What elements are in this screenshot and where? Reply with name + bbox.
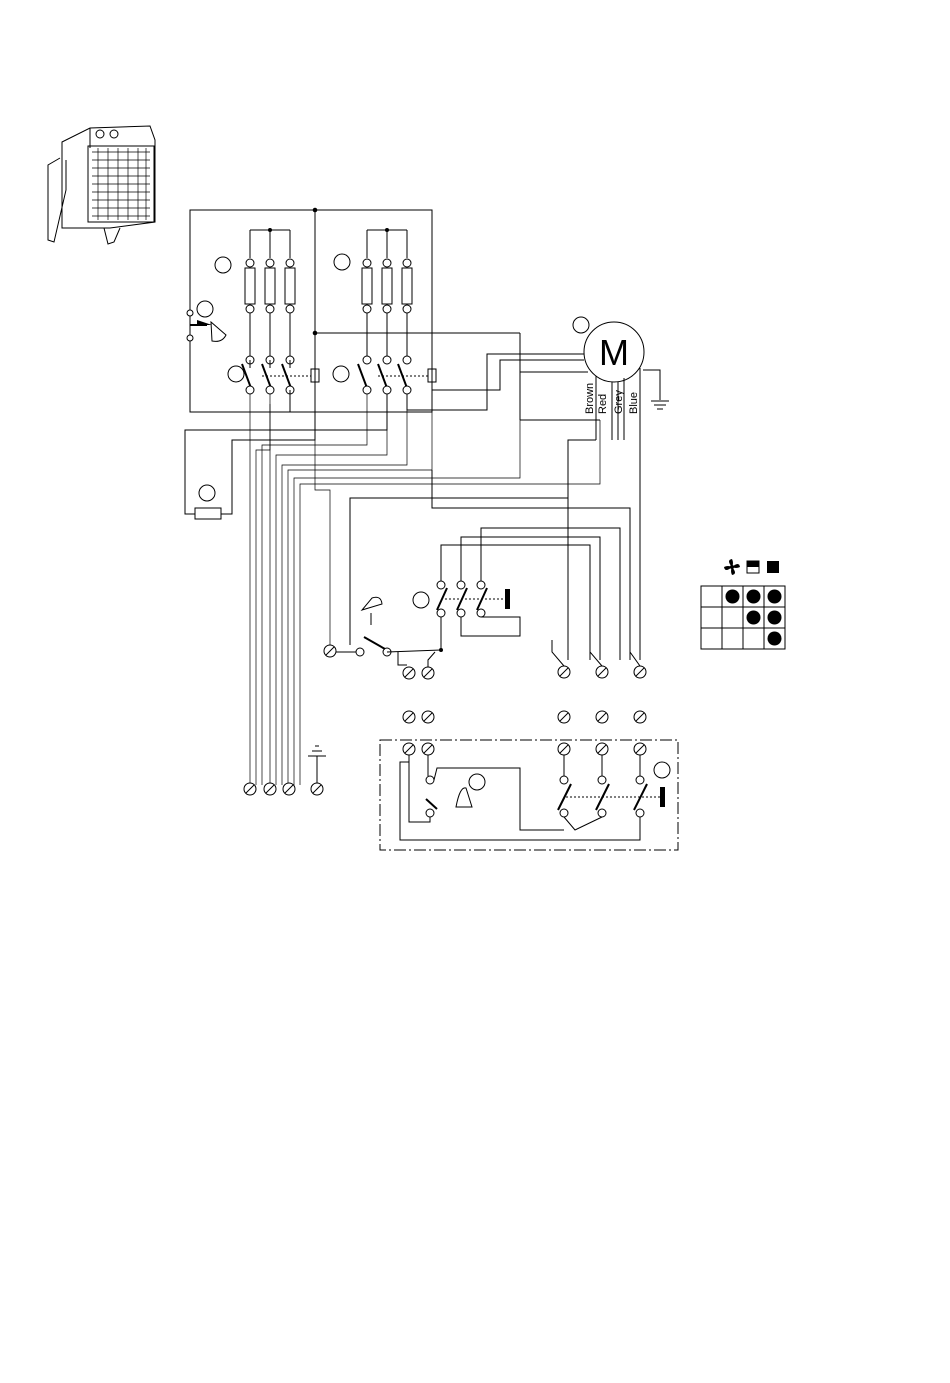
terminal xyxy=(403,743,415,755)
full-heat-icon xyxy=(767,561,779,573)
remote-control-box xyxy=(380,740,678,850)
heating-element-group-2 xyxy=(362,228,412,364)
marker-resistor xyxy=(199,485,215,501)
marker-e2 xyxy=(334,254,350,270)
motor-symbol: M xyxy=(599,332,629,373)
motor-earth-icon xyxy=(651,401,669,409)
half-heat-icon xyxy=(747,561,759,573)
terminal xyxy=(283,783,295,795)
terminal xyxy=(403,711,415,723)
heating-element xyxy=(265,230,275,364)
marker-k1 xyxy=(228,366,244,382)
terminal xyxy=(596,666,608,678)
terminal xyxy=(558,743,570,755)
terminal xyxy=(634,666,646,678)
heating-element xyxy=(362,230,372,364)
legend-dot xyxy=(768,590,782,604)
terminal xyxy=(634,743,646,755)
external-terminals xyxy=(403,711,646,723)
marker-e1 xyxy=(215,257,231,273)
motor-wire-label: Blue xyxy=(628,392,640,414)
marker-thermostat xyxy=(197,301,213,317)
terminal xyxy=(422,743,434,755)
control-thermostat xyxy=(336,498,568,665)
terminal-row-upper xyxy=(324,640,646,679)
marker-room-thermostat xyxy=(469,774,485,790)
legend-dot xyxy=(768,611,782,625)
terminal xyxy=(324,645,336,657)
legend-dot xyxy=(726,590,740,604)
legend-dot xyxy=(747,590,761,604)
heating-element xyxy=(245,230,255,364)
supply-wire-bundle xyxy=(250,394,600,785)
motor-wire-label: Brown xyxy=(584,383,596,414)
marker-motor xyxy=(573,317,589,333)
resistor xyxy=(185,394,387,519)
earth-icon xyxy=(308,746,326,756)
contactor-k1 xyxy=(242,360,319,394)
contactor-k2 xyxy=(358,364,436,394)
fan-motor: M Brown Red Grey Blue xyxy=(584,322,669,660)
overheat-thermostat xyxy=(187,305,226,341)
heater-illustration xyxy=(48,126,155,244)
heating-element-group-1 xyxy=(245,228,295,364)
marker-k2 xyxy=(333,366,349,382)
terminal xyxy=(403,667,415,679)
legend-dots xyxy=(726,590,782,646)
terminal xyxy=(596,743,608,755)
motor-wire-label: Red xyxy=(597,394,609,414)
terminal xyxy=(244,783,256,795)
marker-k3 xyxy=(413,592,429,608)
terminal xyxy=(311,783,323,795)
switch-position-legend xyxy=(701,559,785,649)
heating-element xyxy=(382,230,392,364)
heating-element xyxy=(285,230,295,364)
legend-dot xyxy=(768,632,782,646)
terminal xyxy=(558,711,570,723)
terminal xyxy=(422,667,434,679)
heater-grille xyxy=(92,148,150,220)
marker-remote-switch xyxy=(654,762,670,778)
heating-element xyxy=(402,230,412,364)
motor-wire-label: Grey xyxy=(613,390,625,414)
terminal xyxy=(264,783,276,795)
fan-icon xyxy=(724,559,740,575)
terminal xyxy=(596,711,608,723)
terminal xyxy=(422,711,434,723)
legend-dot xyxy=(747,611,761,625)
terminal xyxy=(634,711,646,723)
terminal xyxy=(558,666,570,678)
